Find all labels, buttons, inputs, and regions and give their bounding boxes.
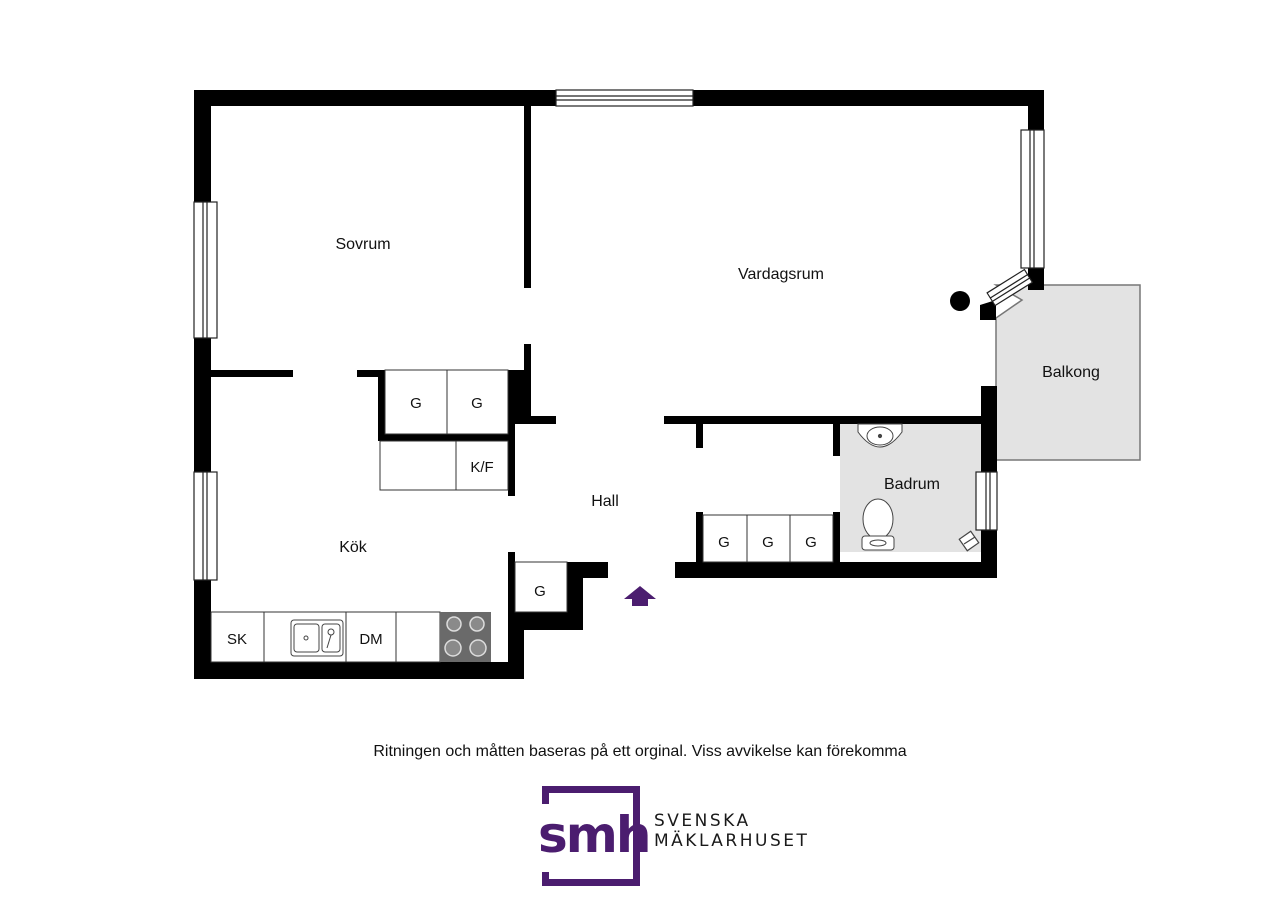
wardrobe-label: G bbox=[805, 534, 817, 551]
room-label-balkong: Balkong bbox=[1042, 364, 1100, 381]
room-label-kok: Kök bbox=[339, 539, 368, 556]
wardrobes-sovrum bbox=[384, 369, 509, 435]
wardrobe-hall bbox=[514, 561, 568, 613]
radiator-icon bbox=[958, 530, 980, 552]
dishwasher-label: DM bbox=[359, 631, 382, 648]
window-right bbox=[1020, 129, 1045, 269]
room-label-vardagsrum: Vardagsrum bbox=[738, 266, 824, 283]
windows bbox=[193, 89, 1045, 581]
interior-walls bbox=[211, 106, 997, 614]
kitchen-counter bbox=[210, 611, 441, 663]
entrance-arrow-icon bbox=[624, 586, 656, 606]
balcony-door bbox=[986, 268, 1034, 307]
wardrobe-label: G bbox=[718, 534, 730, 551]
wardrobe-label: G bbox=[534, 583, 546, 600]
wardrobes-hall-right bbox=[702, 514, 834, 563]
brand-line-1: SVENSKA bbox=[654, 811, 751, 831]
room-label-sovrum: Sovrum bbox=[335, 236, 390, 253]
room-label-hall: Hall bbox=[591, 493, 619, 510]
logo-text: smh bbox=[538, 806, 649, 864]
fridge-freezer-label: K/F bbox=[470, 459, 493, 476]
window-kok bbox=[193, 471, 218, 581]
wardrobe-label: G bbox=[471, 395, 483, 412]
fridge-freezer bbox=[379, 440, 509, 491]
window-badrum bbox=[975, 471, 998, 531]
window-top bbox=[555, 89, 694, 107]
stove-icon bbox=[440, 612, 491, 662]
kitchen-sink-icon bbox=[290, 619, 344, 657]
exterior-walls bbox=[194, 90, 1044, 679]
chimney-icon bbox=[950, 291, 970, 311]
wardrobe-label: G bbox=[762, 534, 774, 551]
toilet-icon bbox=[861, 498, 895, 551]
wardrobe-label: G bbox=[410, 395, 422, 412]
window-sovrum bbox=[193, 201, 218, 339]
room-label-badrum: Badrum bbox=[884, 476, 940, 493]
brand-line-2: MÄKLARHUSET bbox=[654, 831, 810, 851]
disclaimer-text: Ritningen och måtten baseras på ett orgi… bbox=[373, 743, 907, 760]
bathroom-floor bbox=[840, 424, 981, 552]
smh-logo: smh bbox=[538, 786, 651, 886]
cabinet-label: SK bbox=[227, 631, 247, 648]
washbasin-icon bbox=[857, 423, 903, 448]
